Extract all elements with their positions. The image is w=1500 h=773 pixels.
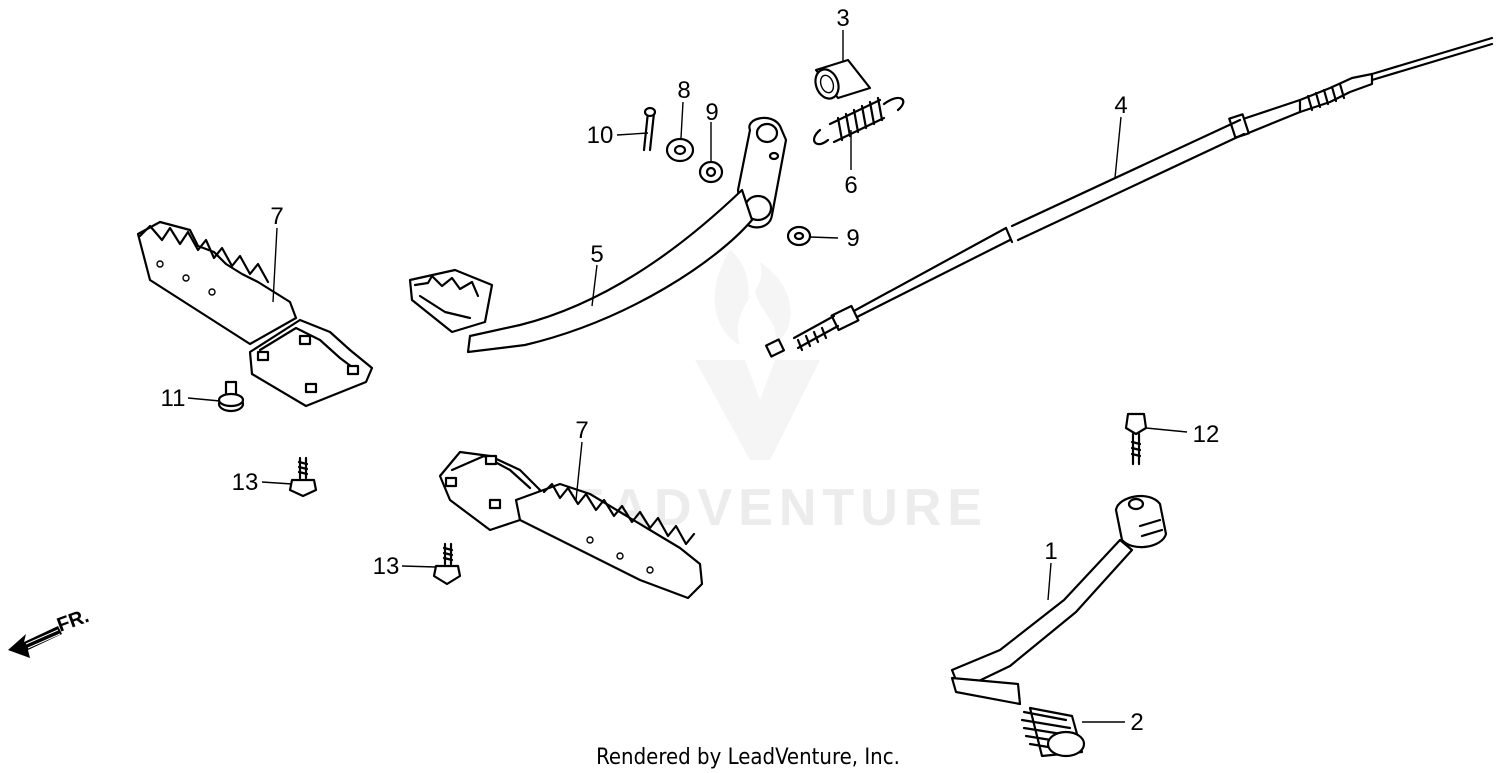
callout-2: 2 [1130, 709, 1143, 736]
part-3-collar [814, 58, 872, 100]
callout-3: 3 [836, 5, 849, 32]
leader-lines [187, 30, 1188, 723]
callout-9-upper: 9 [705, 99, 718, 126]
part-11-bolt [217, 380, 245, 413]
part-7-footpeg-upper [136, 220, 374, 408]
part-12-bolt [1124, 412, 1148, 466]
part-8-washer [665, 137, 695, 163]
part-2-shift-rubber [1020, 706, 1086, 758]
callout-1: 1 [1044, 538, 1057, 565]
part-6-spring [813, 96, 905, 146]
part-7-footpeg-lower [438, 450, 704, 600]
callout-13-upper: 13 [232, 469, 259, 496]
part-10-cotter-pin [642, 106, 657, 152]
callout-7-upper: 7 [270, 203, 283, 230]
part-1-shift-lever [950, 494, 1168, 706]
watermark-logo-icon [695, 250, 820, 460]
render-credit: Rendered by LeadVenture, Inc. [596, 745, 900, 770]
part-5-brake-pedal [408, 116, 788, 354]
callouts: 3 8 9 10 6 4 9 7 5 11 12 7 13 13 1 2 [161, 5, 1220, 736]
part-13-bolt-upper [288, 456, 318, 498]
part-9-washer-upper [698, 160, 724, 184]
callout-10: 10 [587, 122, 614, 149]
callout-4: 4 [1114, 92, 1127, 119]
front-arrow-icon [8, 626, 62, 658]
callout-13-lower: 13 [373, 553, 400, 580]
callout-8: 8 [677, 77, 690, 104]
front-direction-label: FR. [54, 605, 92, 637]
part-4-brake-cable [764, 36, 1494, 358]
callout-11: 11 [161, 385, 186, 412]
part-13-bolt-lower [432, 542, 462, 586]
callout-9-lower: 9 [846, 225, 859, 252]
callout-12: 12 [1193, 421, 1220, 448]
callout-5: 5 [590, 241, 603, 268]
callout-7-lower: 7 [575, 417, 588, 444]
part-9-washer-lower [786, 225, 812, 247]
front-direction-indicator: FR. [8, 605, 92, 658]
callout-6: 6 [844, 172, 857, 199]
